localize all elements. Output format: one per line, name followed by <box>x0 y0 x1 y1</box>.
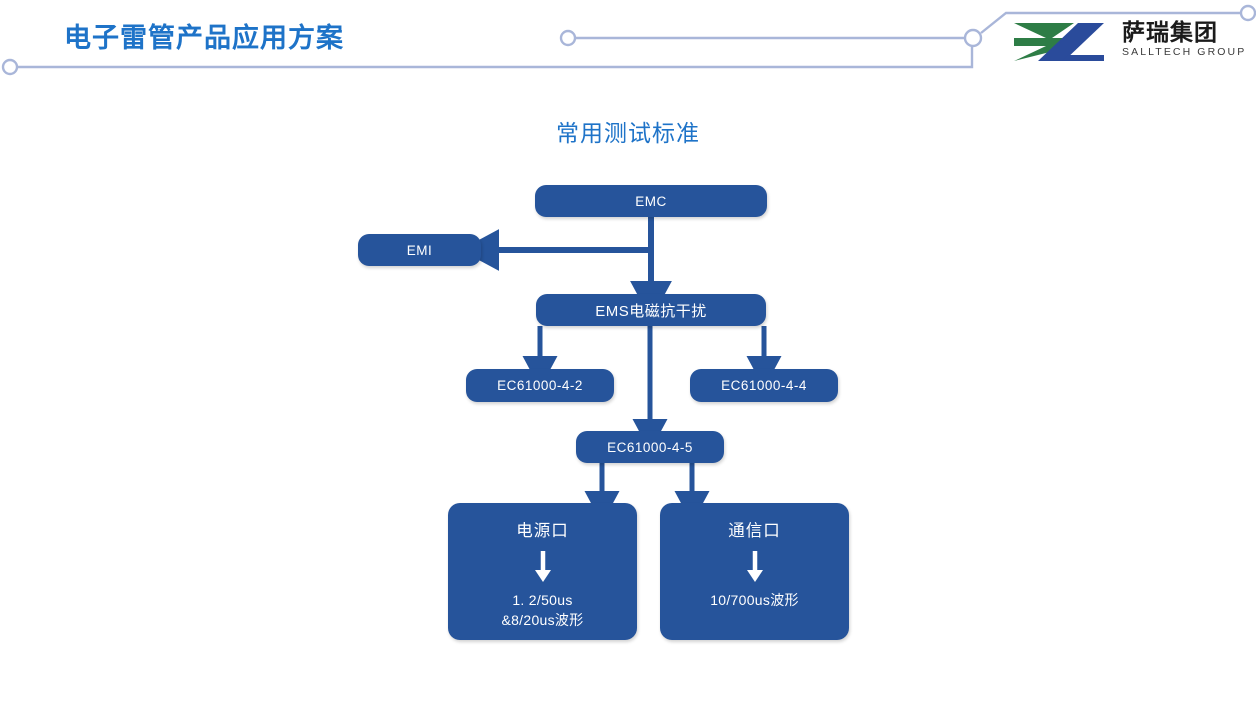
node-power-port-title: 电源口 <box>516 522 569 540</box>
node-emc[interactable]: EMC <box>535 185 767 217</box>
node-power-port-line2: &8/20us波形 <box>501 612 584 628</box>
logo-chinese-name: 萨瑞集团 <box>1122 19 1218 45</box>
node-power-port[interactable]: 电源口 1. 2/50us &8/20us波形 <box>448 503 637 640</box>
node-comm-port-body: 10/700us波形 <box>710 590 799 610</box>
logo-wordmark: 萨瑞集团 SALLTECH GROUP <box>1122 18 1244 59</box>
node-iec-61000-4-5-label: EC61000-4-5 <box>607 439 693 455</box>
node-ems[interactable]: EMS电磁抗干扰 <box>536 294 766 326</box>
down-arrow-icon <box>533 550 553 584</box>
node-emc-label: EMC <box>635 193 667 209</box>
node-iec-61000-4-2[interactable]: EC61000-4-2 <box>466 369 614 402</box>
node-iec-61000-4-4-label: EC61000-4-4 <box>721 378 807 393</box>
node-comm-port[interactable]: 通信口 10/700us波形 <box>660 503 849 640</box>
node-iec-61000-4-4[interactable]: EC61000-4-4 <box>690 369 838 402</box>
node-comm-port-title: 通信口 <box>728 522 781 540</box>
node-power-port-body: 1. 2/50us &8/20us波形 <box>501 590 583 630</box>
node-comm-port-line1: 10/700us波形 <box>710 592 799 608</box>
node-emi-label: EMI <box>406 242 433 258</box>
diagram-heading-text: 常用测试标准 <box>556 120 700 146</box>
node-iec-61000-4-5[interactable]: EC61000-4-5 <box>576 431 724 463</box>
salltech-logo-mark <box>1014 23 1104 61</box>
node-iec-61000-4-2-label: EC61000-4-2 <box>497 378 583 393</box>
node-power-port-line1: 1. 2/50us <box>512 592 573 608</box>
node-ems-label: EMS电磁抗干扰 <box>595 302 707 320</box>
down-arrow-icon <box>745 550 765 584</box>
logo-english-name: SALLTECH GROUP <box>1122 46 1247 58</box>
node-emi[interactable]: EMI <box>358 234 481 266</box>
page-title: 电子雷管产品应用方案 <box>64 23 344 53</box>
diagram-heading: 常用测试标准 <box>0 114 1256 148</box>
brand-logo: 萨瑞集团 SALLTECH GROUP <box>1012 18 1244 66</box>
